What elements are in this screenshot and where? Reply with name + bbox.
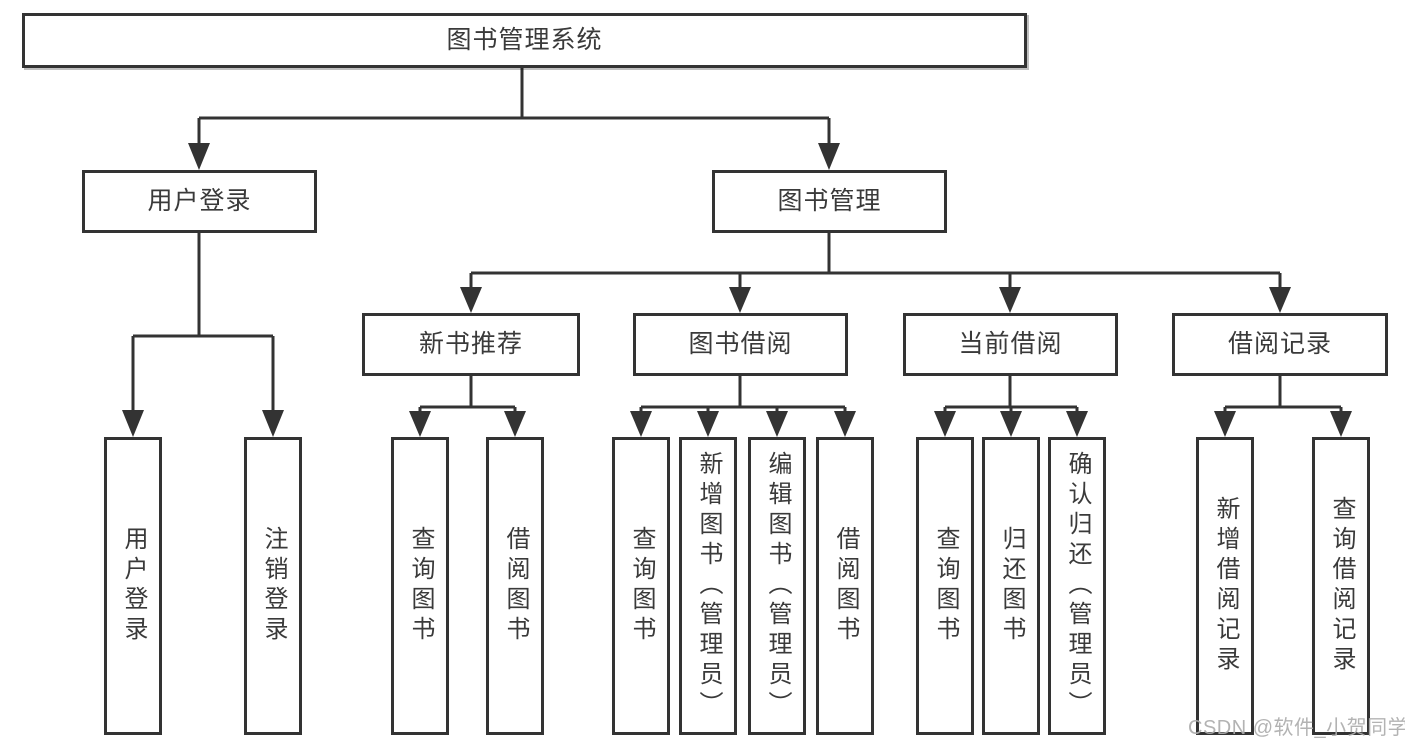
leaf-borrow-books-recommend: 借阅图书 <box>486 437 544 735</box>
node-new-book-recommendation: 新书推荐 <box>362 313 580 376</box>
leaf-user-login: 用户登录 <box>104 437 162 735</box>
leaf-query-books-current: 查询图书 <box>916 437 974 735</box>
leaf-query-books-recommend: 查询图书 <box>391 437 449 735</box>
connector-edges <box>131 68 1343 416</box>
leaf-logout: 注销登录 <box>244 437 302 735</box>
connector-arrowheads <box>122 143 1352 437</box>
node-current-borrowing: 当前借阅 <box>903 313 1118 376</box>
leaf-confirm-return-admin: 确认归还（管理员） <box>1048 437 1106 735</box>
node-user-login: 用户登录 <box>82 170 317 233</box>
leaf-add-books-admin: 新增图书（管理员） <box>679 437 737 735</box>
node-borrowing-records: 借阅记录 <box>1172 313 1388 376</box>
node-root: 图书管理系统 <box>22 13 1027 68</box>
leaf-borrow-books-borrowing: 借阅图书 <box>816 437 874 735</box>
leaf-edit-books-admin: 编辑图书（管理员） <box>748 437 806 735</box>
csdn-watermark: CSDN @软件_小贺同学 <box>1188 717 1405 739</box>
leaf-query-books-borrowing: 查询图书 <box>612 437 670 735</box>
leaf-query-borrow-record: 查询借阅记录 <box>1312 437 1370 735</box>
leaf-add-borrow-record: 新增借阅记录 <box>1196 437 1254 735</box>
node-book-borrowing: 图书借阅 <box>633 313 848 376</box>
node-book-management: 图书管理 <box>712 170 947 233</box>
leaf-return-books: 归还图书 <box>982 437 1040 735</box>
